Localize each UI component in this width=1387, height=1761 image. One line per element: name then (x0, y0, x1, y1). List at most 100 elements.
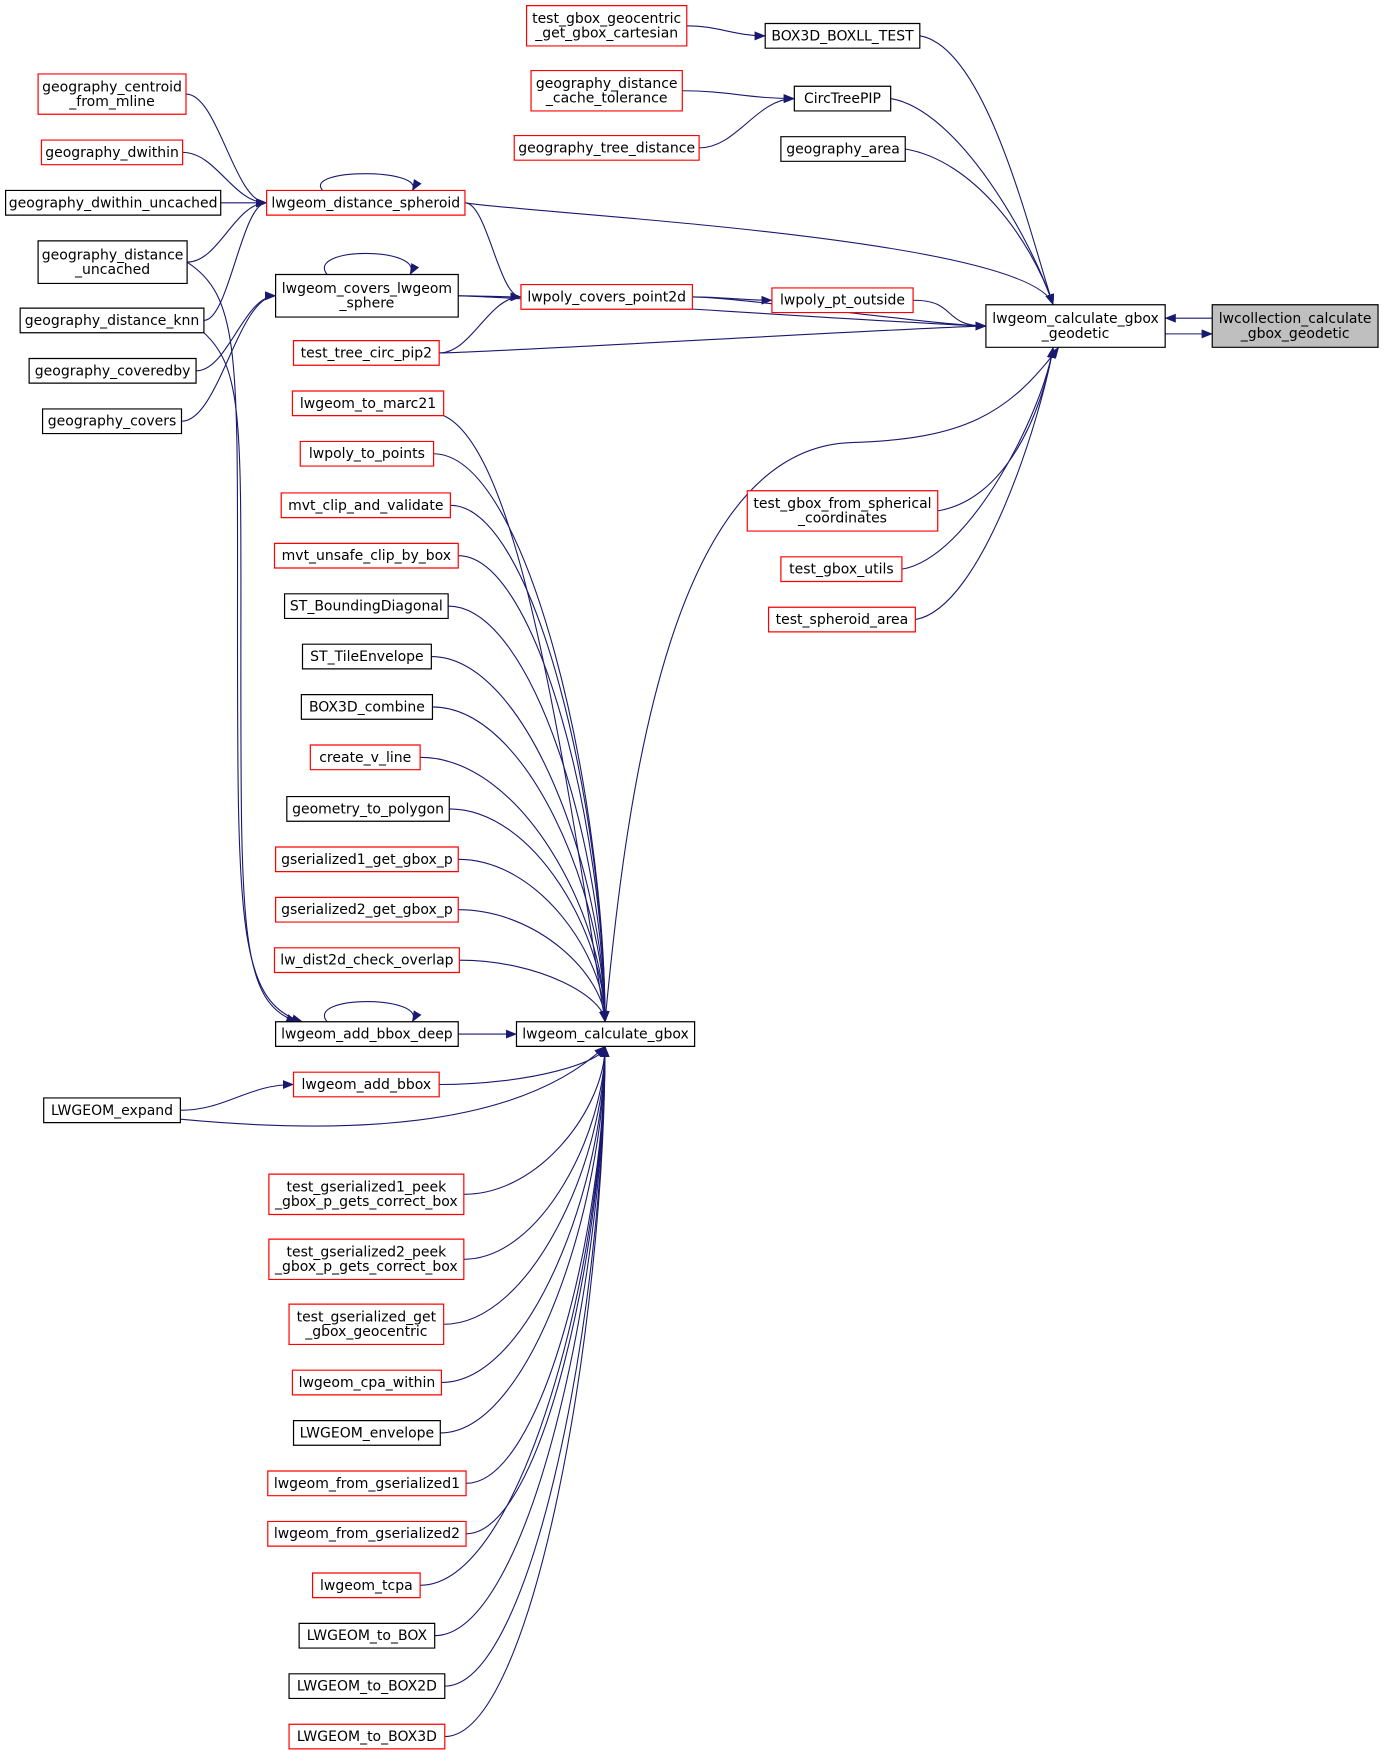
node-gserialized2_get_gbox_p[interactable]: gserialized2_get_gbox_p (276, 897, 459, 922)
node-box (301, 695, 432, 720)
node-label: lwgeom_distance_spheroid (271, 195, 460, 211)
node-label: gserialized1_get_gbox_p (281, 852, 453, 868)
node-lwpoly_pt_outside[interactable]: lwpoly_pt_outside (772, 288, 913, 313)
node-box (274, 948, 459, 973)
node-geography_distance_cache_tolerance[interactable]: geography_distance_cache_tolerance (531, 71, 682, 111)
edge-test_spheroid_area-to-lwgeom_calculate_gbox_geodetic (915, 346, 1056, 619)
node-label: lwcollection_calculate (1219, 311, 1372, 327)
node-CircTreePIP[interactable]: CircTreePIP (794, 86, 890, 111)
edge-gserialized1_get_gbox_p-to-lwgeom_calculate_gbox (458, 859, 610, 1023)
node-LWGEOM_to_BOX3D[interactable]: LWGEOM_to_BOX3D (289, 1724, 445, 1749)
node-geography_tree_distance[interactable]: geography_tree_distance (514, 136, 699, 161)
node-lwgeom_to_marc21[interactable]: lwgeom_to_marc21 (292, 391, 443, 416)
node-geometry_to_polygon[interactable]: geometry_to_polygon (287, 797, 449, 822)
edge-test_gserialized2_peek_gbox_p_gets_correct_box-to-lwgeom_calculate_gbox (464, 1045, 610, 1259)
node-test_tree_circ_pip2[interactable]: test_tree_circ_pip2 (294, 341, 440, 366)
node-lwgeom_calculate_gbox[interactable]: lwgeom_calculate_gbox (516, 1022, 694, 1047)
node-mvt_unsafe_clip_by_box[interactable]: mvt_unsafe_clip_by_box (274, 543, 458, 568)
node-geography_distance_knn[interactable]: geography_distance_knn (20, 308, 204, 333)
edge-lwgeom_calculate_gbox-to-lwgeom_calculate_gbox_geodetic (605, 346, 1059, 1021)
node-label: geography_area (786, 141, 900, 157)
node-lwgeom_from_gserialized1[interactable]: lwgeom_from_gserialized1 (268, 1471, 466, 1496)
node-lwgeom_add_bbox_deep[interactable]: lwgeom_add_bbox_deep (276, 1022, 459, 1047)
node-ST_TileEnvelope[interactable]: ST_TileEnvelope (302, 644, 431, 669)
node-label: LWGEOM_to_BOX3D (297, 1729, 437, 1745)
edge-geography_centroid_from_mline-to-lwgeom_distance_spheroid (186, 94, 268, 208)
node-label: LWGEOM_envelope (300, 1425, 434, 1441)
node-box (276, 1022, 459, 1047)
node-geography_covers[interactable]: geography_covers (43, 409, 182, 434)
edge-geography_coveredby-to-lwgeom_covers_lwgeom_sphere (196, 291, 277, 371)
node-create_v_line[interactable]: create_v_line (310, 745, 420, 770)
edge-geometry_to_polygon-to-lwgeom_calculate_gbox (449, 809, 610, 1023)
node-lwgeom_calculate_gbox_geodetic[interactable]: lwgeom_calculate_gbox_geodetic (986, 305, 1165, 348)
node-box (765, 24, 920, 49)
node-geography_coveredby[interactable]: geography_coveredby (29, 359, 196, 384)
node-lwgeom_tcpa[interactable]: lwgeom_tcpa (313, 1573, 421, 1598)
node-gserialized1_get_gbox_p[interactable]: gserialized1_get_gbox_p (276, 847, 459, 872)
edge-lwgeom_to_marc21-to-lwgeom_calculate_gbox (444, 416, 608, 1023)
node-test_gserialized1_peek_gbox_p_gets_correct_box[interactable]: test_gserialized1_peek_gbox_p_gets_corre… (269, 1174, 464, 1214)
node-box (302, 644, 431, 669)
edge-LWGEOM_to_BOX3D-to-lwgeom_calculate_gbox (445, 1045, 610, 1736)
edge-geography_distance_knn-to-lwgeom_add_bbox_deep (204, 333, 298, 1023)
node-LWGEOM_to_BOX2D[interactable]: LWGEOM_to_BOX2D (289, 1674, 445, 1699)
node-lwcollection_calculate_gbox_geodetic[interactable]: lwcollection_calculate_gbox_geodetic (1212, 305, 1378, 348)
node-box (294, 1421, 441, 1446)
node-LWGEOM_expand[interactable]: LWGEOM_expand (44, 1098, 181, 1123)
node-geography_area[interactable]: geography_area (781, 137, 905, 162)
node-ST_BoundingDiagonal[interactable]: ST_BoundingDiagonal (285, 594, 449, 619)
node-label: test_gserialized_get (297, 1309, 437, 1325)
node-box (516, 1022, 694, 1047)
node-mvt_clip_and_validate[interactable]: mvt_clip_and_validate (281, 493, 450, 518)
node-label: lwgeom_calculate_gbox (992, 311, 1159, 327)
edge-mvt_unsafe_clip_by_box-to-lwgeom_calculate_gbox (458, 556, 610, 1023)
node-test_gbox_utils[interactable]: test_gbox_utils (781, 557, 902, 582)
node-test_gbox_geocentric_get_gbox_cartesian[interactable]: test_gbox_geocentric_get_gbox_cartesian (527, 6, 687, 46)
node-label: test_gserialized1_peek (287, 1179, 448, 1195)
node-BOX3D_BOXLL_TEST[interactable]: BOX3D_BOXLL_TEST (765, 24, 920, 49)
node-box (769, 607, 916, 632)
node-box (276, 897, 459, 922)
node-lw_dist2d_check_overlap[interactable]: lw_dist2d_check_overlap (274, 948, 459, 973)
node-label: test_gbox_geocentric (532, 11, 681, 27)
edge-lwgeom_covers_lwgeom_sphere-to-lwgeom_calculate_gbox_geodetic (458, 296, 987, 331)
node-test_gserialized2_peek_gbox_p_gets_correct_box[interactable]: test_gserialized2_peek_gbox_p_gets_corre… (269, 1239, 464, 1279)
edge-lwgeom_tcpa-to-lwgeom_calculate_gbox (420, 1045, 610, 1585)
edge-LWGEOM_expand-to-lwgeom_add_bbox (180, 1080, 295, 1111)
node-test_gserialized_get_gbox_geocentric[interactable]: test_gserialized_get_gbox_geocentric (289, 1304, 444, 1344)
node-label: test_gbox_from_spherical (753, 496, 931, 512)
node-lwpoly_covers_point2d[interactable]: lwpoly_covers_point2d (521, 285, 692, 310)
node-lwgeom_from_gserialized2[interactable]: lwgeom_from_gserialized2 (268, 1521, 466, 1546)
edge-lw_dist2d_check_overlap-to-lwgeom_calculate_gbox (459, 960, 610, 1023)
node-BOX3D_combine[interactable]: BOX3D_combine (301, 695, 432, 720)
node-lwgeom_add_bbox[interactable]: lwgeom_add_bbox (294, 1072, 440, 1097)
node-box (269, 1174, 464, 1214)
node-box (289, 1304, 444, 1344)
node-label: LWGEOM_to_BOX (307, 1628, 428, 1644)
node-test_spheroid_area[interactable]: test_spheroid_area (769, 607, 916, 632)
node-geography_centroid_from_mline[interactable]: geography_centroid_from_mline (38, 74, 186, 114)
node-test_gbox_from_spherical_coordinates[interactable]: test_gbox_from_spherical_coordinates (747, 491, 937, 531)
node-LWGEOM_envelope[interactable]: LWGEOM_envelope (294, 1421, 441, 1446)
node-label: _geodetic (1041, 326, 1110, 342)
node-lwgeom_distance_spheroid[interactable]: lwgeom_distance_spheroid (267, 190, 465, 215)
node-lwpoly_to_points[interactable]: lwpoly_to_points (300, 441, 433, 466)
edge-test_tree_circ_pip2-to-lwgeom_calculate_gbox_geodetic (439, 321, 987, 353)
node-label: test_gbox_utils (789, 562, 894, 578)
node-geography_distance_uncached[interactable]: geography_distance_uncached (38, 241, 187, 284)
edge-geography_tree_distance-to-CircTreePIP (699, 94, 795, 148)
node-box (1212, 305, 1378, 348)
node-box (292, 1370, 441, 1395)
edge-lwgeom_covers_lwgeom_sphere-to-lwpoly_covers_point2d (458, 292, 522, 302)
node-label: BOX3D_BOXLL_TEST (771, 28, 914, 44)
node-label: create_v_line (319, 750, 411, 766)
node-lwgeom_cpa_within[interactable]: lwgeom_cpa_within (292, 1370, 441, 1395)
node-label: test_spheroid_area (776, 612, 909, 628)
node-box (268, 1521, 466, 1546)
node-LWGEOM_to_BOX[interactable]: LWGEOM_to_BOX (299, 1623, 435, 1648)
node-lwgeom_covers_lwgeom_sphere[interactable]: lwgeom_covers_lwgeom_sphere (276, 274, 459, 317)
node-geography_dwithin_uncached[interactable]: geography_dwithin_uncached (6, 190, 221, 215)
node-geography_dwithin[interactable]: geography_dwithin (41, 140, 182, 165)
node-box (274, 543, 458, 568)
